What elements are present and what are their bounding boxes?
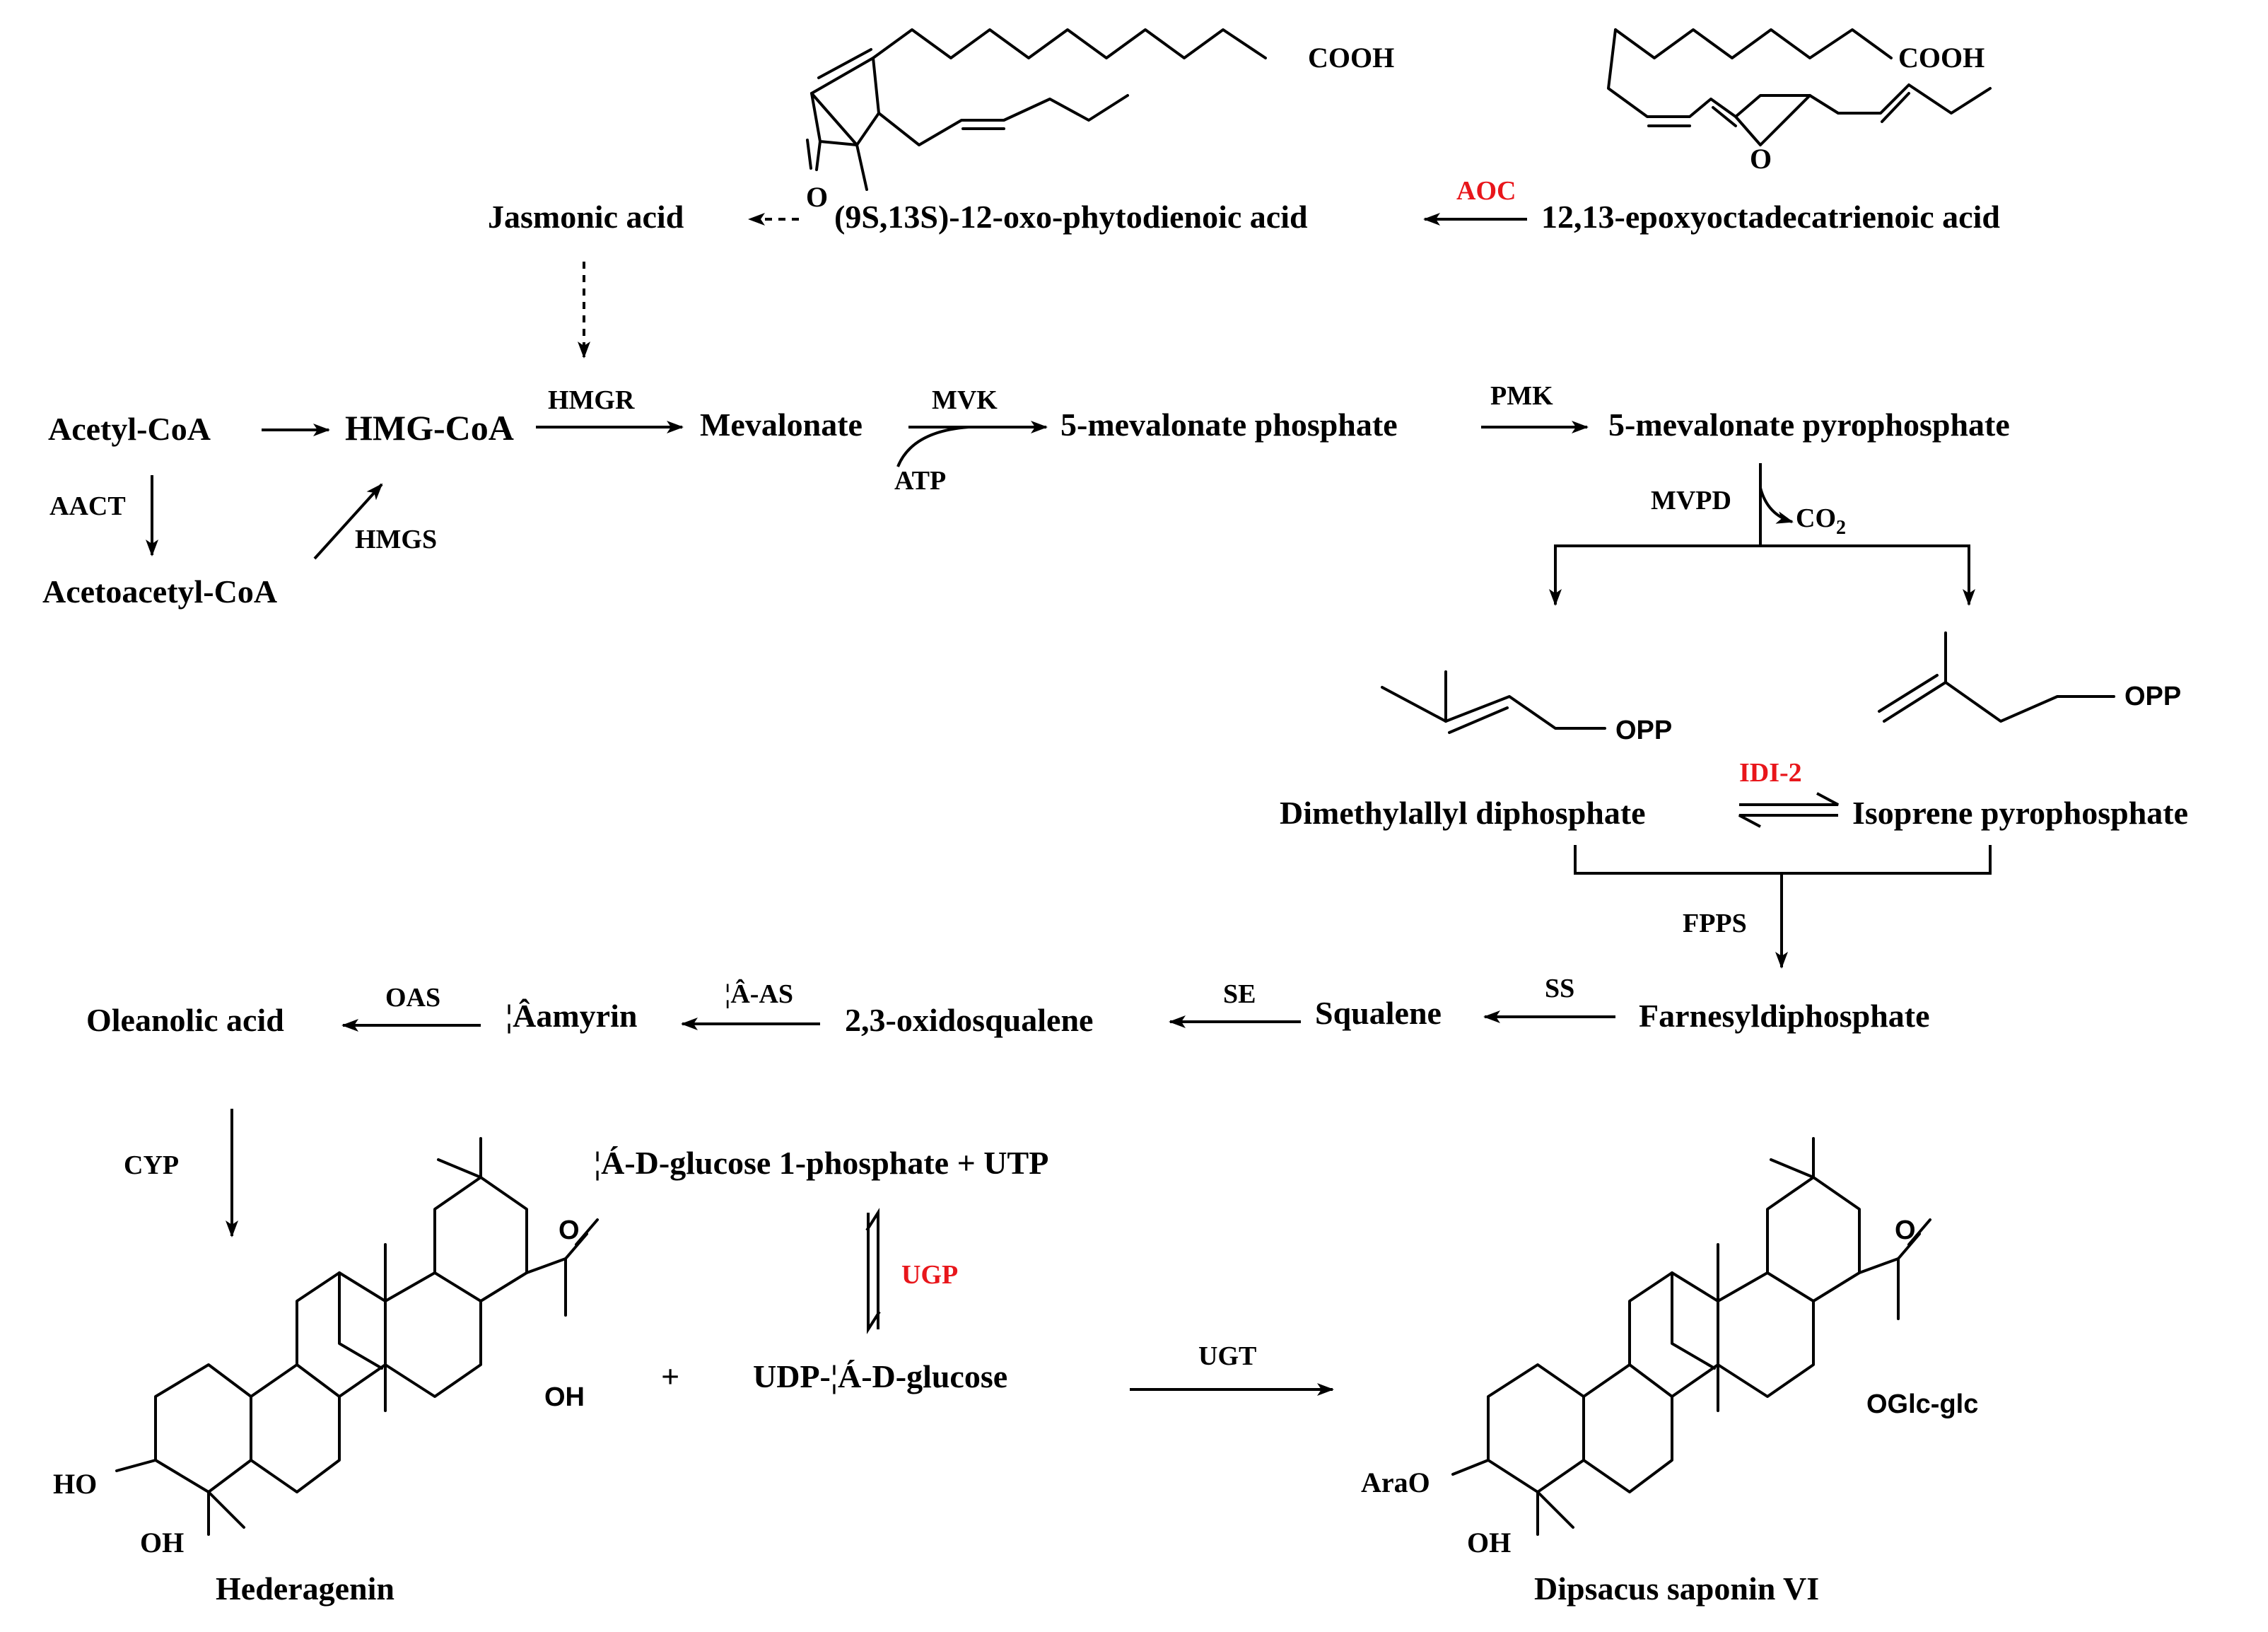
dmapp-structure	[1381, 670, 1606, 734]
enzyme-bas: ¦Â-AS	[725, 979, 793, 1009]
eot-label: 12,13-epoxyoctadecatrienoic acid	[1541, 199, 2000, 235]
eot-cooh-label: COOH	[1898, 42, 1984, 74]
acetoacetyl-coa-label: Acetoacetyl-CoA	[42, 573, 277, 610]
glucose-1-phosphate-label: ¦Á-D-glucose 1-phosphate + UTP	[594, 1145, 1048, 1181]
enzyme-pmk: PMK	[1490, 381, 1553, 411]
enzyme-se: SE	[1223, 979, 1256, 1009]
opda-structure	[806, 28, 1267, 191]
mev-phosphate-label: 5-mevalonate phosphate	[1060, 407, 1398, 443]
amyrin-label: ¦Âamyrin	[505, 998, 637, 1034]
dipsacus-arao-label: AraO	[1361, 1467, 1430, 1498]
dipsacus-oglc-label: OGlc-glc	[1866, 1389, 1978, 1419]
ipp-structure	[1878, 631, 2115, 723]
hederagenin-oh2-label: OH	[140, 1527, 184, 1558]
ugp-equilibrium-arrows	[865, 1208, 881, 1334]
ipp-opp-label: OPP	[2124, 682, 2181, 711]
hederagenin-ho-label: HO	[53, 1468, 97, 1500]
oleanolic-acid-label: Oleanolic acid	[86, 1002, 284, 1038]
mevalonate-label: Mevalonate	[700, 407, 863, 443]
opda-label: (9S,13S)-12-oxo-phytodienoic acid	[834, 199, 1308, 235]
dipsacus-o-label: O	[1895, 1216, 1916, 1245]
idi2-equilibrium-arrows	[1738, 792, 1839, 828]
arrow-acetoacetyl-to-hmgcoa	[313, 483, 383, 560]
co2-label: CO2	[1796, 503, 1846, 539]
enzyme-aoc: AOC	[1456, 176, 1516, 206]
atp-consumption-curve	[896, 426, 969, 467]
hmg-coa-label: HMG-CoA	[345, 408, 514, 448]
enzyme-hmgr: HMGR	[548, 385, 635, 415]
dipsacus-saponin-structure	[1451, 1137, 1931, 1536]
ipp-label: Isoprene pyrophosphate	[1852, 795, 2188, 831]
co2-release-curve	[1759, 487, 1794, 524]
hederagenin-label: Hederagenin	[216, 1570, 394, 1607]
enzyme-idi2: IDI-2	[1739, 758, 1802, 788]
enzyme-ss: SS	[1545, 974, 1574, 1003]
opda-cooh-label: COOH	[1308, 42, 1394, 74]
mev-pyrophosphate-label: 5-mevalonate pyrophosphate	[1608, 407, 2010, 443]
udp-glucose-label: UDP-¦Á-D-glucose	[753, 1358, 1007, 1394]
plus-sign: +	[661, 1358, 679, 1394]
acetyl-coa-label: Acetyl-CoA	[48, 411, 211, 447]
eot-structure	[1607, 28, 1992, 146]
enzyme-mvk: MVK	[932, 385, 998, 415]
hederagenin-o-label: O	[559, 1216, 580, 1245]
eot-epoxide-o-label: O	[1750, 143, 1772, 175]
branch-bracket	[1554, 544, 1970, 602]
enzyme-ugp: UGP	[901, 1260, 958, 1290]
squalene-label: Squalene	[1315, 995, 1442, 1031]
enzyme-fpps: FPPS	[1683, 909, 1747, 938]
enzyme-hmgs: HMGS	[355, 525, 437, 554]
hederagenin-oh-label: OH	[544, 1382, 585, 1412]
dmapp-opp-label: OPP	[1615, 716, 1672, 745]
enzyme-cyp: CYP	[124, 1150, 179, 1180]
enzyme-ugt: UGT	[1198, 1341, 1256, 1371]
dipsacus-saponin-label: Dipsacus saponin VI	[1534, 1570, 1819, 1607]
oxidosqualene-label: 2,3-oxidosqualene	[845, 1002, 1093, 1038]
farnesyl-label: Farnesyldiphosphate	[1639, 998, 1930, 1034]
dmapp-label: Dimethylallyl diphosphate	[1280, 795, 1646, 831]
enzyme-oas: OAS	[385, 983, 440, 1013]
enzyme-mvpd: MVPD	[1651, 486, 1731, 515]
dipsacus-oh-label: OH	[1467, 1527, 1511, 1558]
opda-oxo-label: O	[806, 181, 828, 213]
fpps-bracket	[1574, 845, 1992, 875]
atp-label: ATP	[894, 466, 946, 496]
enzyme-aact: AACT	[49, 491, 126, 521]
hederagenin-structure	[115, 1137, 599, 1536]
jasmonic-acid-label: Jasmonic acid	[488, 199, 684, 235]
